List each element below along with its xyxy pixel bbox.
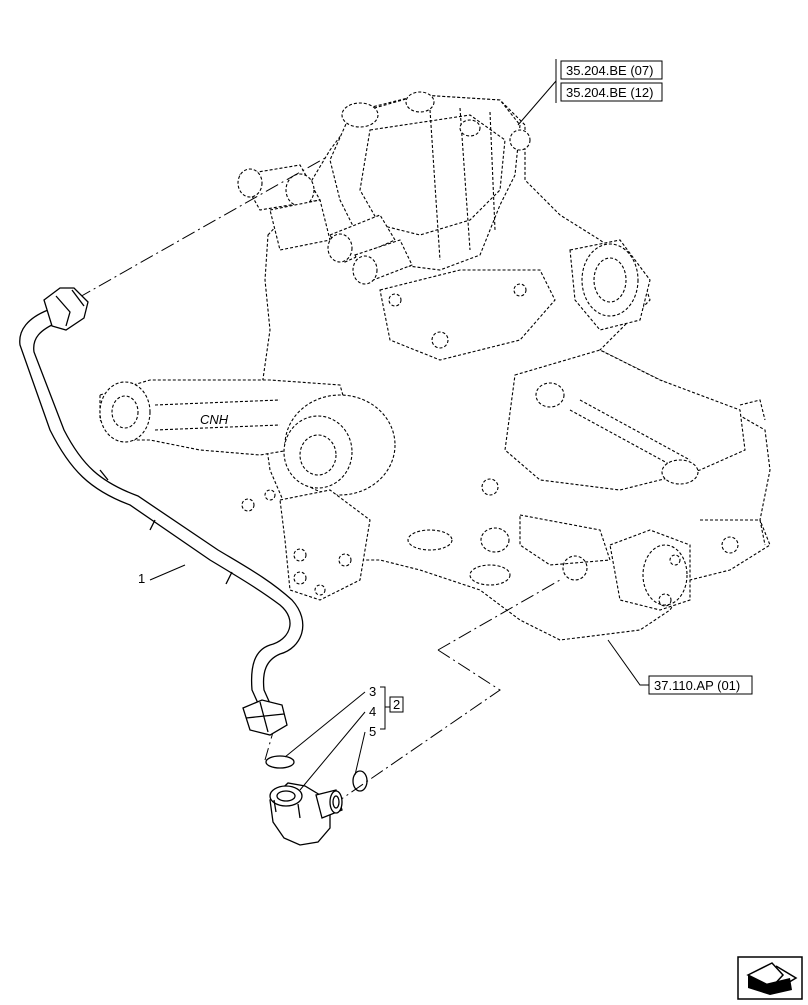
ref-top-2-label[interactable]: 35.204.BE (12)	[566, 85, 653, 100]
ref-box-top-1	[560, 60, 663, 80]
brand-logo-mark: CNH	[200, 412, 229, 427]
transmission-housing-assembly: CNH	[99, 91, 771, 641]
reference-top-group: 35.204.BE (07) 35.204.BE (12)	[517, 59, 663, 126]
ref-box-top-2	[560, 82, 663, 102]
ref-top-1-label[interactable]: 35.204.BE (07)	[566, 63, 653, 78]
callout-1: 1	[138, 564, 186, 586]
o-ring-5	[352, 770, 368, 792]
hydraulic-pipe	[19, 287, 304, 736]
callout-3-label: 3	[369, 684, 376, 699]
elbow-fitting	[269, 782, 343, 846]
next-page-arrow-icon[interactable]	[737, 956, 803, 1000]
callout-2-label: 2	[393, 697, 400, 712]
callout-3-4-5-group: 3 4 5 2	[284, 684, 404, 791]
callout-1-label: 1	[138, 571, 145, 586]
valve-cylinders	[327, 214, 413, 285]
ref-bottom-label[interactable]: 37.110.AP (01)	[654, 678, 740, 693]
callout-4-label: 4	[369, 704, 376, 719]
boxed-callout-2	[389, 696, 404, 713]
reference-bottom-group: 37.110.AP (01)	[607, 639, 753, 695]
callout-5-label: 5	[369, 724, 376, 739]
hydraulic-pump-cover	[609, 529, 691, 611]
o-ring-3	[265, 755, 295, 769]
